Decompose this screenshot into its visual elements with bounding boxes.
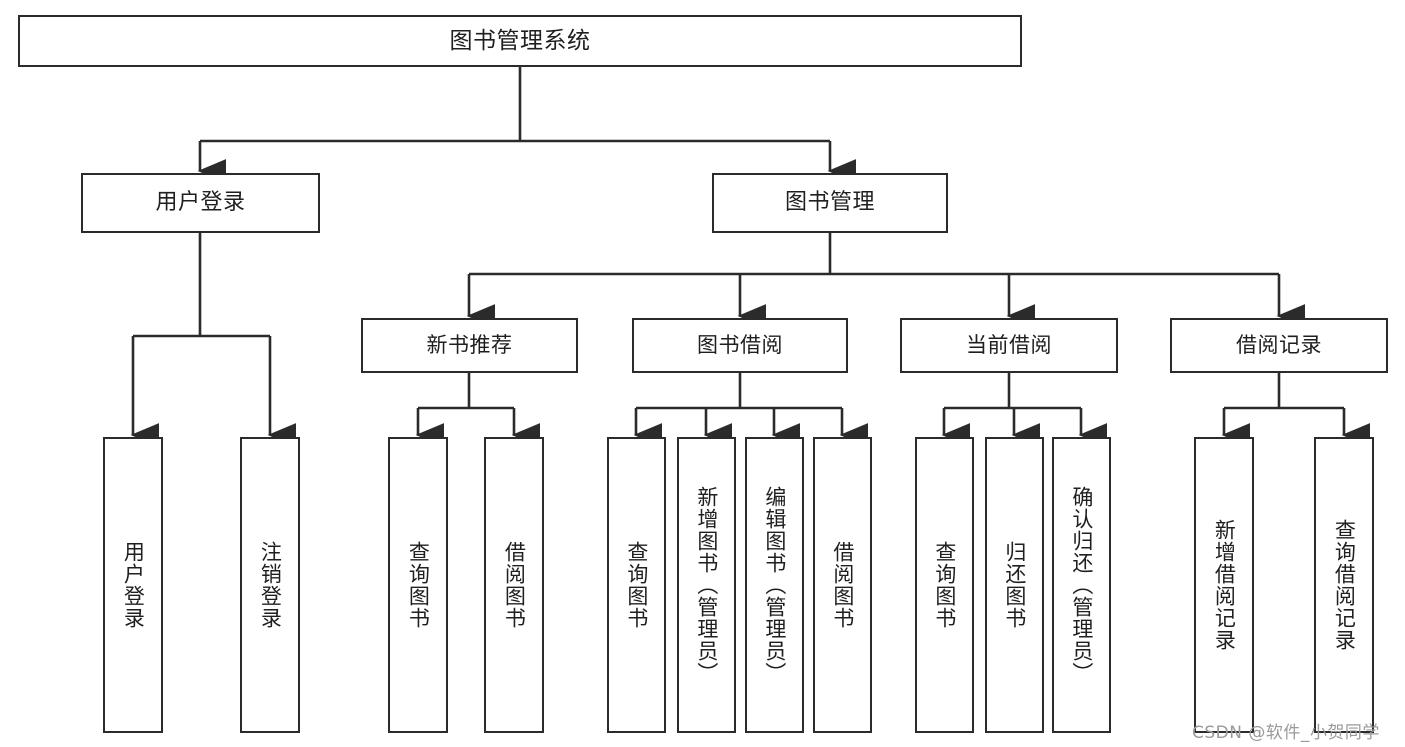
node-label: 用户登录 [121, 541, 146, 629]
node-leaf-add-borrow-record[interactable]: 新增借阅记录 [1194, 437, 1254, 733]
node-borrow-record[interactable]: 借阅记录 [1170, 318, 1388, 373]
node-label: 新书推荐 [426, 333, 513, 358]
node-leaf-borrow-book-1[interactable]: 借阅图书 [484, 437, 544, 733]
node-new-book-recommend[interactable]: 新书推荐 [361, 318, 578, 373]
node-leaf-edit-book-admin[interactable]: 编辑图书（管理员） [745, 437, 804, 733]
node-root-book-management-system[interactable]: 图书管理系统 [18, 15, 1022, 67]
node-label: 确认归还（管理员） [1069, 486, 1094, 684]
node-label: 新增图书（管理员） [694, 486, 719, 684]
node-label: 图书借阅 [697, 333, 783, 358]
node-leaf-query-book-3[interactable]: 查询图书 [915, 437, 974, 733]
node-leaf-query-book-2[interactable]: 查询图书 [607, 437, 666, 733]
csdn-watermark: CSDN @软件_小贺同学 [1192, 723, 1380, 743]
node-leaf-confirm-return-admin[interactable]: 确认归还（管理员） [1052, 437, 1111, 733]
node-current-borrow[interactable]: 当前借阅 [900, 318, 1118, 373]
node-label: 查询图书 [406, 541, 431, 629]
node-leaf-return-book[interactable]: 归还图书 [985, 437, 1044, 733]
node-user-login[interactable]: 用户登录 [81, 173, 320, 233]
node-leaf-user-login[interactable]: 用户登录 [103, 437, 163, 733]
node-label: 归还图书 [1002, 541, 1027, 629]
node-label: 当前借阅 [966, 333, 1052, 358]
node-leaf-user-logout[interactable]: 注销登录 [240, 437, 300, 733]
node-book-borrow[interactable]: 图书借阅 [632, 318, 848, 373]
node-label: 借阅图书 [830, 541, 855, 629]
node-label: 借阅图书 [502, 541, 527, 629]
node-leaf-borrow-book-2[interactable]: 借阅图书 [813, 437, 872, 733]
node-label: 查询借阅记录 [1332, 519, 1357, 651]
node-label: 图书管理 [784, 190, 875, 216]
node-label: 注销登录 [258, 541, 283, 629]
node-label: 借阅记录 [1236, 333, 1322, 358]
node-book-management[interactable]: 图书管理 [712, 173, 948, 233]
node-label: 查询图书 [932, 541, 957, 629]
node-leaf-query-borrow-record[interactable]: 查询借阅记录 [1314, 437, 1374, 733]
node-label: 查询图书 [624, 541, 649, 629]
node-label: 编辑图书（管理员） [762, 486, 787, 684]
node-label: 用户登录 [155, 190, 246, 216]
node-label: 新增借阅记录 [1212, 519, 1237, 651]
node-leaf-add-book-admin[interactable]: 新增图书（管理员） [677, 437, 736, 733]
node-label: 图书管理系统 [449, 27, 591, 54]
node-leaf-query-book-1[interactable]: 查询图书 [388, 437, 448, 733]
